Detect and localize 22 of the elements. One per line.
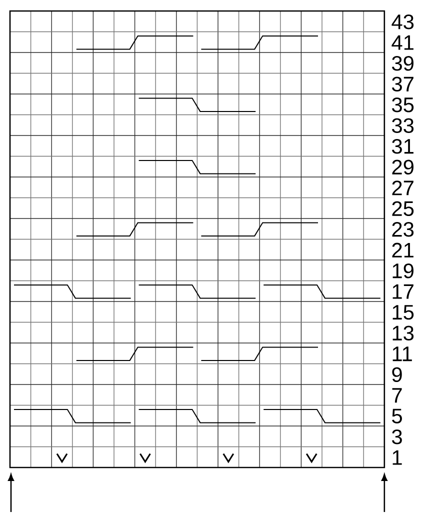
row-number: 7	[392, 388, 402, 403]
row-number: 21	[392, 242, 414, 258]
row-number: 39	[392, 56, 414, 71]
row-number: 19	[392, 263, 414, 278]
row-number: 5	[392, 408, 402, 424]
row-number: 3	[392, 429, 402, 444]
row-number: 1	[392, 450, 402, 465]
row-number: 15	[392, 305, 414, 320]
row-number: 29	[392, 160, 414, 175]
row-number: 33	[392, 118, 414, 134]
row-number: 25	[392, 201, 414, 216]
row-number: 41	[392, 35, 414, 50]
row-number: 31	[392, 138, 414, 154]
row-number: 17	[392, 284, 414, 299]
row-number: 35	[392, 97, 414, 112]
row-number: 13	[392, 326, 414, 341]
row-number: 23	[392, 222, 414, 237]
row-number: 9	[392, 367, 402, 382]
row-number: 43	[392, 14, 414, 30]
row-number: 27	[392, 180, 414, 196]
row-number: 11	[392, 346, 412, 362]
row-number: 37	[392, 76, 414, 92]
